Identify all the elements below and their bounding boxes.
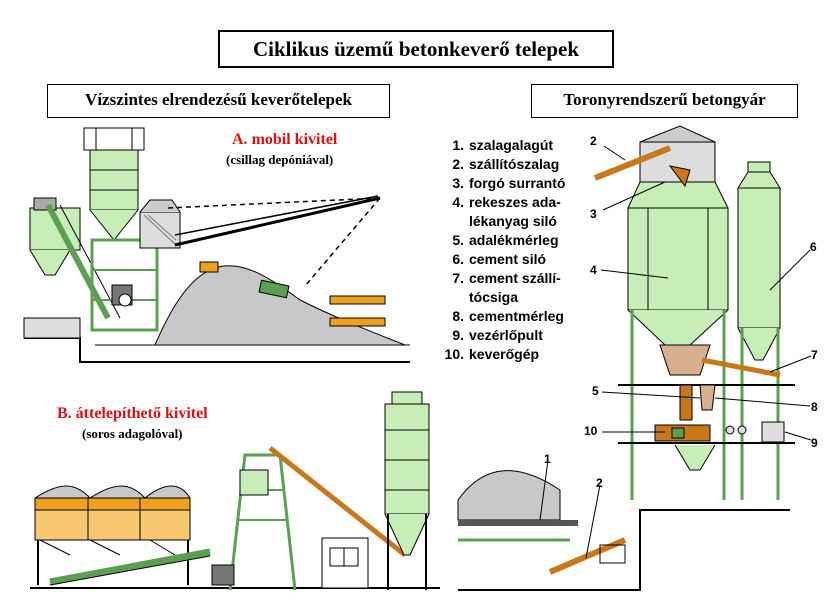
legend-text: vezérlőpult [469, 327, 543, 343]
legend-number: 3. [452, 175, 464, 191]
callout-leaders [539, 145, 812, 559]
section-title-horizontal: Vízszintes elrendezésű keverőtelepek [47, 84, 390, 118]
legend-number: 9. [452, 327, 464, 343]
legend-item: 3. forgó surrantó [436, 174, 565, 193]
legend-item: 5. adalékmérleg [436, 231, 565, 250]
legend-text: cement siló [469, 251, 547, 267]
legend-text: szállítószalag [469, 156, 560, 172]
legend-text: rekeszes ada- [469, 194, 561, 210]
legend-item: lékanyag siló [436, 212, 565, 231]
variant-a-letter: A. [232, 131, 248, 148]
callout-1: 1 [544, 452, 551, 466]
legend-item: 2. szállítószalag [436, 155, 565, 174]
main-title: Ciklikus üzemű betonkeverő telepek [218, 30, 614, 68]
legend-text: adalékmérleg [469, 232, 559, 248]
variant-a-note: (csillag depóniával) [226, 152, 334, 167]
legend-item: 4. rekeszes ada- [436, 193, 565, 212]
component-legend: 1. szalagalagút 2. szállítószalag 3. forgó su… [436, 136, 566, 364]
legend-number: 4. [452, 194, 464, 210]
callout-6: 6 [810, 240, 817, 254]
legend-text: cementmérleg [469, 308, 564, 324]
relocatable-plant-drawing [30, 391, 440, 591]
cement-silo-a [89, 149, 139, 211]
legend-number: 1. [452, 137, 464, 153]
callout-9: 9 [811, 436, 818, 450]
legend-number: 10. [444, 346, 464, 362]
legend-text: forgó surrantó [469, 175, 566, 191]
callout-4: 4 [590, 263, 597, 277]
callout-10: 10 [584, 424, 598, 438]
legend-item: 9. vezérlőpult [436, 326, 565, 345]
variant-b-name: áttelepíthető kivitel [75, 405, 208, 422]
legend-number: 6. [452, 251, 464, 267]
variant-b-title: B. áttelepíthető kivitel [57, 405, 208, 423]
callout-8: 8 [811, 400, 818, 414]
legend-item: 6. cement siló [436, 250, 565, 269]
callout-5: 5 [592, 384, 599, 398]
legend-number: 2. [452, 156, 464, 172]
variant-b-note: (soros adagolóval) [82, 426, 183, 441]
legend-text: tócsiga [469, 289, 519, 305]
legend-item: tócsiga [436, 288, 565, 307]
legend-number: 5. [452, 232, 464, 248]
mobile-plant-drawing [23, 127, 410, 363]
legend-item: 10. keverőgép [436, 345, 565, 364]
legend-item: 1. szalagalagút [436, 136, 565, 155]
callout-2-top: 2 [590, 134, 597, 148]
legend-number: 8. [452, 308, 464, 324]
legend-text: cement szállí- [469, 270, 561, 286]
foundation-block [23, 317, 81, 339]
section-title-tower: Toronyrendszerű betongyár [531, 84, 798, 118]
legend-item: 7. cement szállí- [436, 269, 565, 288]
legend-item: 8. cementmérleg [436, 307, 565, 326]
callout-2-bottom: 2 [596, 476, 603, 490]
tower-plant-drawing [457, 125, 812, 591]
legend-text: lékanyag siló [469, 213, 557, 229]
callout-7: 7 [811, 348, 818, 362]
variant-a-name: mobil kivitel [251, 131, 338, 148]
callout-3: 3 [590, 207, 597, 221]
variant-b-letter: B. [57, 405, 72, 422]
legend-text: keverőgép [469, 346, 540, 362]
variant-a-title: A. mobil kivitel [232, 131, 337, 149]
legend-number: 7. [452, 270, 464, 286]
legend-text: szalagalagút [469, 137, 554, 153]
